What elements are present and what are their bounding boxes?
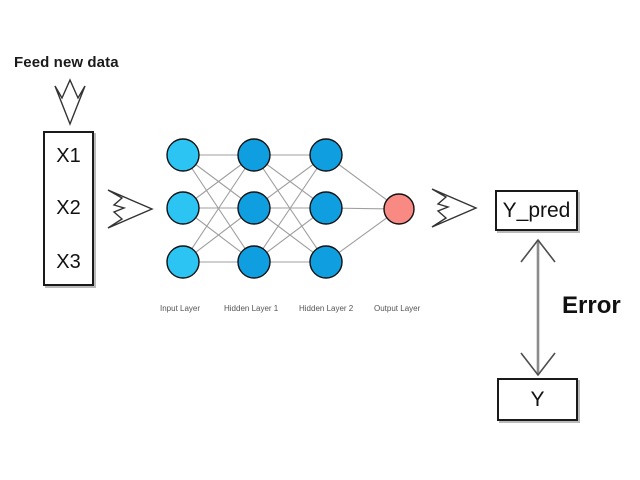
node-input-2 [166, 191, 200, 225]
layer-caption-output: Output Layer [374, 304, 421, 313]
feed-new-data-label: Feed new data [14, 54, 119, 71]
input-feature-x2: X2 [56, 197, 81, 219]
node-hidden1-3 [237, 245, 271, 279]
prediction-label: Y_pred [502, 198, 571, 222]
node-hidden2-1 [309, 138, 343, 172]
layer-caption-hidden-1: Hidden Layer 1 [224, 304, 279, 313]
input-features-box: X1 X2 X3 [43, 131, 94, 286]
node-output-1 [383, 193, 415, 225]
target-label: Y [530, 387, 545, 411]
node-hidden2-3 [309, 245, 343, 279]
node-input-1 [166, 138, 200, 172]
input-feature-x1: X1 [56, 145, 81, 167]
layer-caption-hidden-2: Hidden Layer 2 [299, 304, 354, 313]
target-box: Y [497, 378, 578, 421]
layer-caption-input: Input Layer [160, 304, 201, 313]
error-label: Error [562, 292, 621, 319]
node-input-3 [166, 245, 200, 279]
input-feature-x3: X3 [56, 251, 81, 273]
node-hidden2-2 [309, 191, 343, 225]
prediction-box: Y_pred [495, 190, 578, 231]
node-hidden1-1 [237, 138, 271, 172]
node-hidden1-2 [237, 191, 271, 225]
